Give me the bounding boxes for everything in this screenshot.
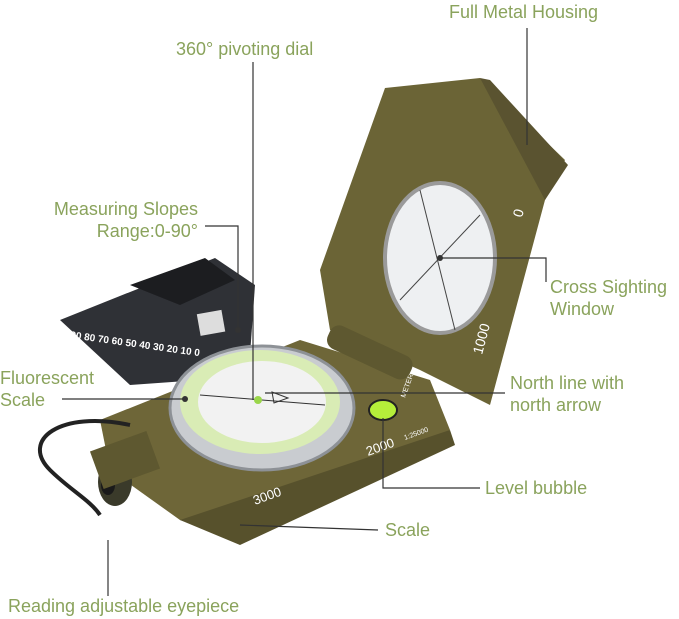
label-measuring-slopes-line1: Measuring Slopes — [53, 199, 198, 219]
label-full-metal-housing: Full Metal Housing — [449, 2, 599, 22]
label-scale: Scale — [385, 520, 431, 540]
lid-mark-0: 0 — [509, 207, 527, 219]
label-north-line2: north arrow — [510, 395, 602, 415]
leader-lines — [62, 28, 547, 596]
label-north-line: North line with north arrow — [510, 372, 624, 416]
label-pivoting-dial: 360° pivoting dial — [176, 39, 314, 59]
lid-mark-1000: 1000 — [469, 321, 493, 355]
label-fluor-line2: Scale — [0, 390, 46, 410]
label-measuring-slopes-line2: Range:0-90° — [96, 221, 198, 241]
label-measuring-slopes: Measuring Slopes Range:0-90° — [30, 198, 198, 242]
label-fluor-line1: Fluorescent — [0, 368, 95, 388]
label-fluorescent-scale: Fluorescent Scale — [0, 367, 94, 411]
label-north-line1: North line with — [510, 373, 625, 393]
label-cross-line1: Cross Sighting — [550, 277, 668, 297]
level-bubble — [368, 399, 398, 421]
lanyard-cord — [37, 419, 131, 517]
north-arrow-icon — [271, 391, 290, 404]
label-cross-line2: Window — [550, 299, 615, 319]
label-cross-sighting-window: Cross Sighting Window — [550, 276, 667, 320]
compass-face — [198, 361, 326, 443]
label-eyepiece: Reading adjustable eyepiece — [8, 596, 240, 616]
label-level-bubble: Level bubble — [485, 478, 588, 498]
